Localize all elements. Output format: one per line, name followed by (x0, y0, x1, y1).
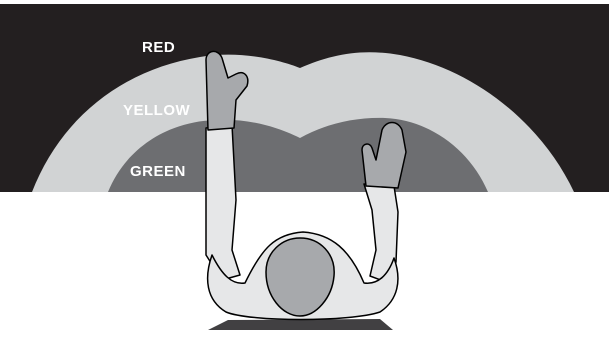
red-zone-label: RED (142, 39, 175, 56)
yellow-zone-label: YELLOW (123, 102, 191, 119)
floor-shadow (208, 319, 393, 330)
green-zone-label: GREEN (130, 163, 186, 180)
